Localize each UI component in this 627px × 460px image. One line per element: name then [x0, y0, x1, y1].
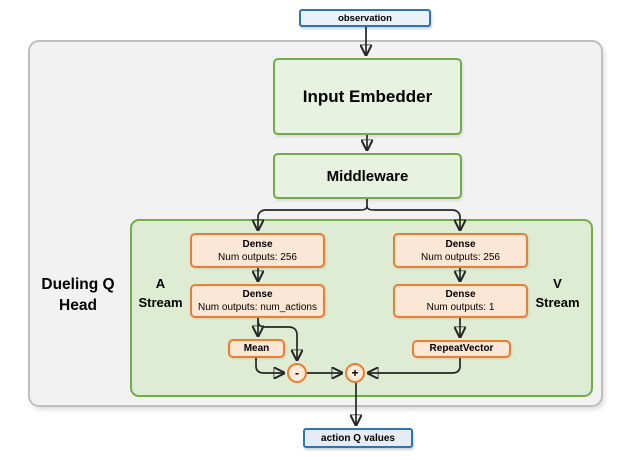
dense-a2-title: Dense [242, 289, 273, 300]
a-stream-label: A Stream [134, 274, 187, 312]
dense-v1-node: Dense Num outputs: 256 [393, 233, 528, 268]
dueling-q-head-title: Dueling Q Head [26, 274, 130, 316]
observation-node: observation [299, 9, 431, 27]
dense-v1-title: Dense [445, 238, 476, 250]
middleware-label: Middleware [326, 167, 409, 185]
action-q-values-node: action Q values [303, 428, 413, 448]
observation-label: observation [338, 12, 392, 24]
dense-v2-node: Dense Num outputs: 1 [393, 284, 528, 318]
input-embedder-label: Input Embedder [302, 86, 433, 106]
arrow-repeatvector-to-plus [368, 358, 461, 373]
dense-a2-node: Dense Num outputs: num_actions [190, 284, 325, 318]
a-stream-label-line1: A [155, 276, 166, 291]
dense-v1-subtitle: Num outputs: 256 [421, 251, 500, 263]
repeat-vector-label: RepeatVector [429, 343, 494, 354]
v-stream-label-line1: V [553, 276, 562, 291]
dense-a1-title: Dense [242, 238, 273, 250]
v-stream-label: V Stream [530, 274, 585, 312]
minus-operator-label: - [295, 366, 299, 380]
dense-a1-node: Dense Num outputs: 256 [190, 233, 325, 268]
a-stream-label-line2: Stream [138, 295, 183, 310]
middleware-node: Middleware [273, 153, 462, 199]
dense-v2-subtitle: Num outputs: 1 [426, 302, 495, 313]
dueling-q-head-title-line1: Dueling Q [41, 276, 115, 293]
dense-a1-subtitle: Num outputs: 256 [218, 251, 297, 263]
dense-a2-subtitle: Num outputs: num_actions [198, 302, 317, 313]
arrow-middleware-to-dense-a1 [258, 205, 368, 230]
dense-v2-title: Dense [445, 289, 476, 300]
arrow-mean-to-minus [255, 358, 284, 373]
repeat-vector-node: RepeatVector [412, 340, 511, 358]
minus-operator-node: - [287, 363, 307, 383]
mean-node: Mean [228, 339, 285, 358]
dueling-q-head-title-line2: Head [59, 297, 97, 314]
v-stream-label-line2: Stream [535, 295, 580, 310]
plus-operator-label: + [351, 366, 359, 380]
input-embedder-node: Input Embedder [273, 58, 462, 135]
plus-operator-node: + [345, 363, 365, 383]
arrow-dense-a2-to-minus [257, 319, 297, 360]
mean-label: Mean [243, 342, 270, 354]
action-q-values-label: action Q values [321, 432, 395, 444]
arrow-middleware-to-dense-v1 [366, 205, 460, 230]
